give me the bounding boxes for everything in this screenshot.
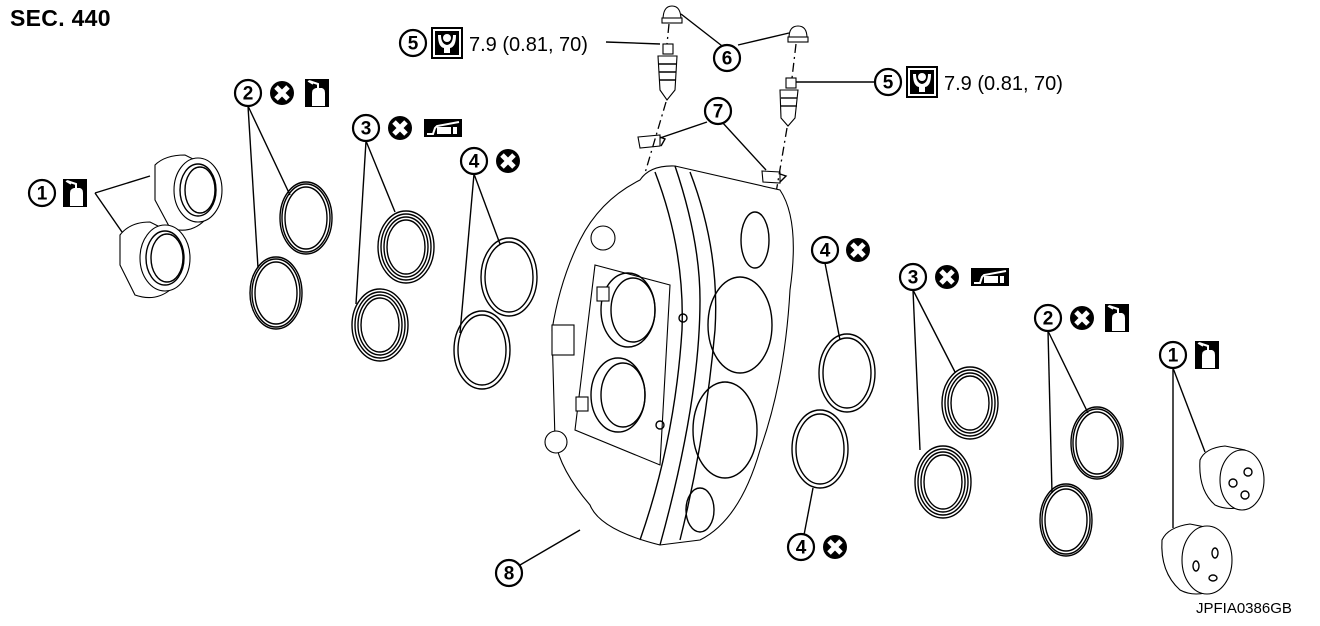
leader-line [605,41,661,45]
grease-tube-icon [970,267,1010,287]
callout-5-right: 5 7.9 (0.81, 70) [790,66,1063,98]
piston-seal-right-bottom [1039,483,1093,557]
callout-number: 4 [820,241,831,262]
section-title: SEC. 440 [10,5,111,31]
x-circle-icon [496,149,520,173]
x-circle-icon [935,265,959,289]
piston-boot-right-top [941,366,999,440]
piston-seal-left-bottom [249,256,303,330]
callout-3-left: 3 [351,115,463,305]
oil-can-icon [1194,340,1220,370]
callout-number: 2 [243,84,254,105]
x-circle-icon [1070,306,1094,330]
callout-4-left: 4 [459,148,520,334]
x-circle-icon [846,238,870,262]
callout-number: 7 [713,102,724,123]
cap-left [661,5,683,24]
oil-can-icon [1104,303,1130,333]
torque-value: 7.9 (0.81, 70) [944,73,1063,95]
figure-code: JPFIA0386GB [1196,600,1292,617]
retaining-ring-left-top [480,237,538,317]
callout-circle [398,28,428,58]
callout-1-right: 1 [1158,340,1220,528]
piston-seal-left-top [279,181,333,255]
piston-boot-right-bottom [914,445,972,519]
callout-number: 1 [37,184,48,205]
retaining-ring-right-top [818,333,876,413]
retaining-ring-right-bottom [791,409,849,489]
axis-line [791,43,797,79]
callout-number: 8 [504,564,515,585]
callout-number: 4 [469,152,480,173]
piston-left-top [154,154,223,231]
callout-4-right-bottom: 4 [786,487,847,560]
callout-2-right: 2 [1033,303,1130,494]
cap-right [787,25,809,43]
callout-number: 6 [722,49,733,70]
piston-left-bottom [119,221,191,299]
oil-can-icon [304,78,330,108]
piston-right-top [1199,445,1265,511]
callout-number: 5 [408,34,419,55]
callout-3-right: 3 [898,264,1010,451]
x-circle-icon [270,81,294,105]
callout-number: 2 [1043,309,1054,330]
callout-number: 4 [796,538,807,559]
grease-tube-icon [423,118,463,138]
x-circle-icon [823,535,847,559]
piston-boot-left-bottom [351,288,409,362]
callout-1-left: 1 [27,175,151,233]
bleed-valve-left [657,43,678,101]
callout-4-right-top: 4 [810,237,870,341]
torque-wrench-icon [906,66,938,98]
torque-value: 7.9 (0.81, 70) [469,34,588,56]
retaining-ring-left-bottom [453,310,511,390]
piston-boot-left-top [377,210,435,284]
torque-wrench-icon [431,27,463,59]
bushing-right [761,170,788,184]
oil-can-icon [62,178,88,208]
callout-2-left: 2 [233,78,330,269]
callout-7: 7 [659,96,767,171]
callout-number: 5 [883,73,894,94]
callout-number: 3 [908,268,919,289]
piston-right-bottom [1161,523,1233,595]
bleed-valve-right [779,77,799,127]
callout-6: 6 [680,13,790,73]
callout-5-left: 5 7.9 (0.81, 70) [398,27,661,59]
callout-circle [873,67,903,97]
callout-8: 8 [494,529,581,588]
callout-number: 1 [1168,346,1179,367]
axis-line [666,23,670,45]
x-circle-icon [388,116,412,140]
piston-seal-right-top [1070,406,1124,480]
callout-number: 3 [361,119,372,140]
caliper-body [544,165,794,546]
